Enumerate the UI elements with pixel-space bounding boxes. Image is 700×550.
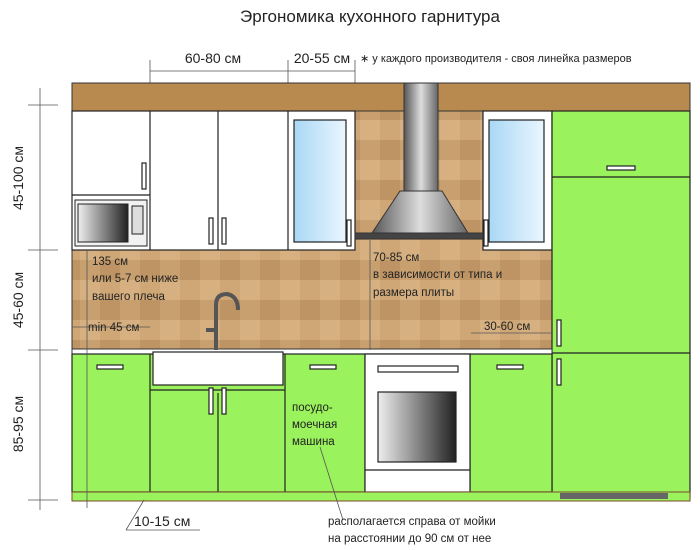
range-hood [354, 82, 484, 240]
handle [309, 364, 337, 370]
upper-width-label: 60-80 см [185, 50, 241, 66]
cornice [71, 82, 691, 112]
upper-glass-cabinet-right [482, 110, 553, 251]
handle [606, 165, 636, 171]
tall-cabinet [551, 110, 691, 498]
handle [346, 219, 352, 247]
hood-height-2: в зависимости от типа и [373, 269, 502, 281]
dishwasher-note-2: на расстоянии до 90 см от нее [328, 533, 491, 545]
vent-grille [560, 493, 668, 499]
side-dimensions [28, 88, 552, 531]
handle [496, 364, 524, 370]
countertop [71, 348, 553, 355]
dishwasher-label-2: моечная [292, 419, 337, 431]
handle [556, 358, 562, 386]
backsplash-height-label: 45-60 см [10, 272, 26, 328]
dishwasher-label-3: машина [292, 436, 335, 448]
hood-height-1: 70-85 см [373, 252, 419, 264]
shoulder-note-1: 135 см [92, 256, 128, 268]
handle [141, 162, 147, 190]
handle [96, 364, 124, 370]
glass-window [293, 119, 347, 243]
plinth [71, 491, 691, 502]
handle [221, 217, 227, 245]
oven-window [377, 391, 457, 463]
sink [152, 351, 284, 386]
microwave [74, 199, 148, 247]
annotations: 135 см или 5-7 см ниже вашего плеча min … [88, 252, 530, 545]
manufacturer-note: ∗ у каждого производителя - своя линейка… [360, 53, 632, 65]
min-gap-label: min 45 см [88, 322, 139, 334]
shoulder-note-2: или 5-7 см ниже [92, 273, 178, 285]
handle [483, 219, 489, 247]
base-cabinets [71, 351, 553, 493]
faucet [206, 291, 240, 350]
hood-height-3: размера плиты [373, 287, 454, 299]
diagram-title: Эргономика кухонного гарнитура [240, 7, 500, 26]
upper-height-label: 45-100 см [10, 146, 26, 210]
plinth-height-label: 10-15 см [134, 513, 190, 529]
base-height-label: 85-95 см [10, 396, 26, 452]
handle [208, 387, 214, 415]
upper-cabinets [71, 110, 356, 251]
handle [208, 217, 214, 245]
dishwasher-label-1: посудо- [292, 402, 333, 414]
glass-width-label: 20-55 см [294, 50, 350, 66]
shoulder-note-3: вашего плеча [92, 291, 165, 303]
side-gap-label: 30-60 см [484, 321, 530, 333]
handle [556, 319, 562, 347]
handle [221, 387, 227, 415]
dishwasher-note-1: располагается справа от мойки [328, 516, 496, 528]
